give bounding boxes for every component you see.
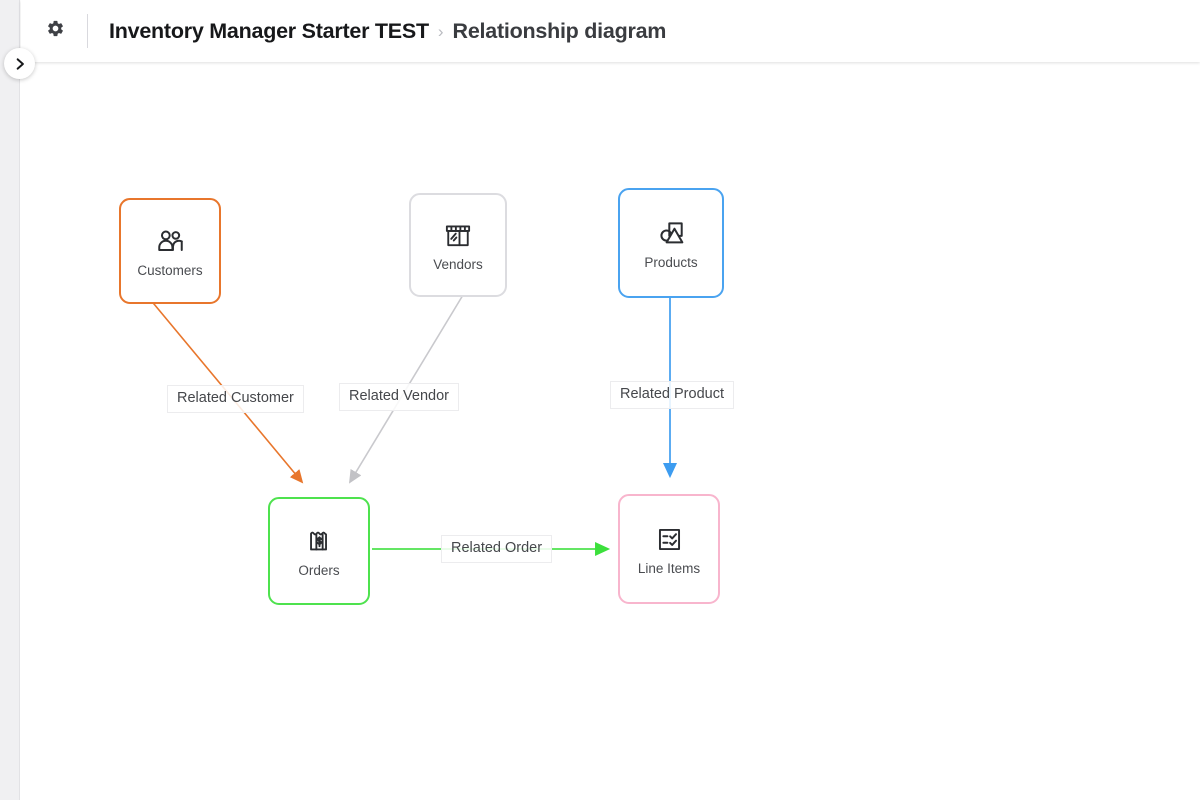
people-icon: [155, 225, 186, 259]
edge-label-related-customer[interactable]: Related Customer: [167, 385, 304, 413]
sidebar-expand-button[interactable]: [4, 48, 35, 79]
storefront-icon: [443, 219, 473, 253]
node-products[interactable]: Products: [618, 188, 724, 298]
node-label: Orders: [298, 562, 340, 578]
edge-label-related-vendor[interactable]: Related Vendor: [339, 383, 459, 411]
node-label: Products: [644, 254, 698, 270]
header-divider: [87, 14, 88, 48]
breadcrumb: Inventory Manager Starter TEST › Relatio…: [109, 19, 666, 44]
settings-button[interactable]: [41, 17, 69, 45]
node-label: Vendors: [433, 256, 483, 272]
receipt-icon: [305, 525, 334, 559]
node-customers[interactable]: Customers: [119, 198, 221, 304]
left-rail: [0, 0, 20, 800]
gear-icon: [46, 19, 65, 43]
edge-label-related-order[interactable]: Related Order: [441, 535, 553, 563]
edge-layer: [148, 294, 678, 557]
node-label: Line Items: [637, 560, 701, 576]
node-orders[interactable]: Orders: [268, 497, 370, 605]
shapes-icon: [656, 217, 687, 251]
chevron-right-icon: [13, 57, 27, 71]
breadcrumb-app-name[interactable]: Inventory Manager Starter TEST: [109, 18, 429, 43]
edge-label-related-product[interactable]: Related Product: [610, 381, 734, 409]
app-header: Inventory Manager Starter TEST › Relatio…: [21, 0, 1200, 62]
node-vendors[interactable]: Vendors: [409, 193, 507, 297]
page-title: Relationship diagram: [452, 18, 667, 43]
checklist-icon: [655, 523, 684, 557]
node-line-items[interactable]: Line Items: [618, 494, 720, 604]
node-label: Customers: [137, 262, 203, 278]
diagram-canvas[interactable]: Customers Vendors: [21, 62, 1200, 800]
breadcrumb-separator: ›: [437, 21, 444, 41]
